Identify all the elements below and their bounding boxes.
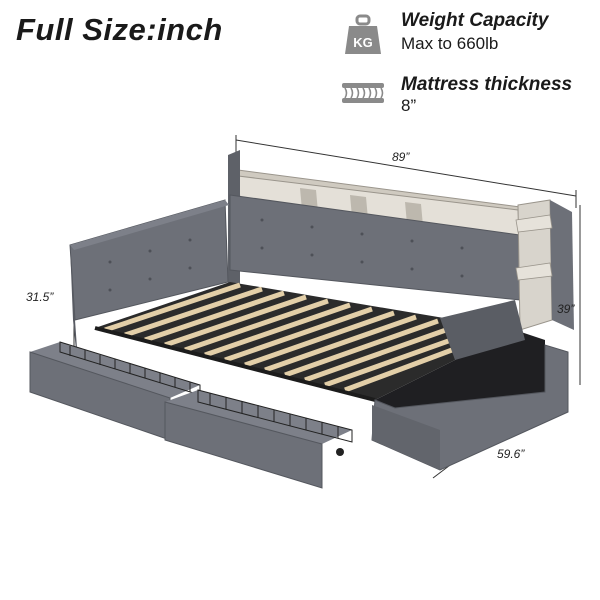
length-dimension-line	[235, 139, 577, 197]
length-dimension-label: 89”	[392, 150, 410, 164]
storage-box-interior	[375, 330, 545, 408]
width-dimension-label: 59.6”	[497, 447, 525, 461]
page-title: Full Size:inch	[16, 12, 223, 47]
height-left-dimension-label: 31.5”	[26, 290, 54, 304]
weight-capacity-title: Weight Capacity	[401, 10, 549, 31]
mattress-thickness-title: Mattress thickness	[401, 74, 573, 95]
weight-kg-icon: KG	[343, 14, 383, 61]
weight-icon-label: KG	[353, 35, 373, 50]
mattress-thickness-value: 8”	[401, 96, 417, 115]
height-right-dimension-label: 39”	[557, 302, 575, 316]
storage-lid	[440, 300, 525, 360]
mattress-icon	[341, 80, 385, 111]
right-drawer-basket	[197, 389, 353, 443]
right-drawer	[164, 401, 323, 489]
weight-capacity-value: Max to 660lb	[401, 34, 499, 53]
slats	[104, 282, 501, 393]
